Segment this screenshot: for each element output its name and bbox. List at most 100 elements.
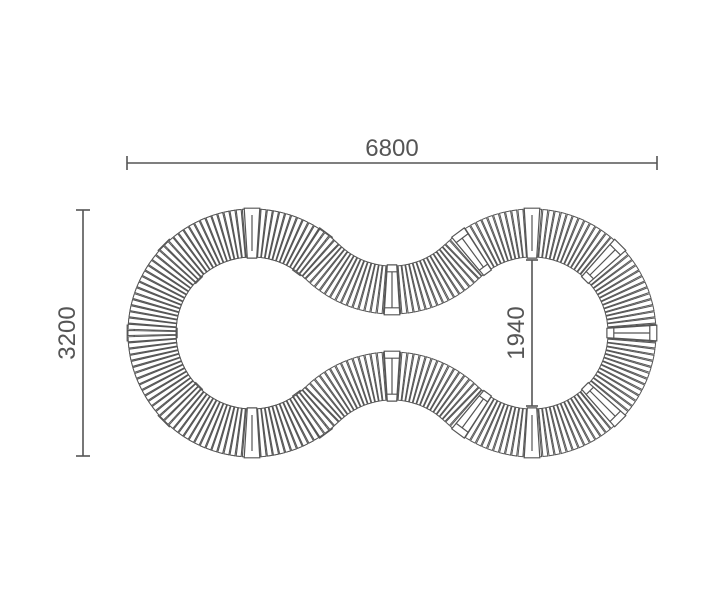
bench-slat: [364, 353, 379, 403]
bench-slat: [545, 406, 561, 456]
bench-slat: [134, 287, 182, 309]
bench-slat: [282, 219, 309, 266]
bench-slat: [183, 395, 214, 440]
bench-support-rail: [461, 237, 484, 268]
bench-slat: [567, 223, 596, 269]
bench-slat: [517, 208, 527, 259]
bench-slat: [159, 383, 199, 421]
bench-slat: [426, 365, 455, 411]
bench-slat: [481, 217, 505, 265]
bench-slat: [492, 213, 512, 262]
bench-slat: [309, 246, 345, 288]
bench-slat: [257, 407, 267, 458]
bench-slat: [605, 346, 655, 361]
bench-slat: [127, 317, 178, 328]
bench-slat: [298, 389, 335, 431]
bench-slat: [279, 401, 303, 449]
bench-slat: [136, 360, 184, 385]
bench-slat: [151, 254, 194, 289]
bench-slat: [553, 213, 573, 262]
bench-slat: [595, 371, 640, 402]
bench-slat: [129, 346, 179, 361]
bench-slat: [177, 393, 211, 437]
bench-slat: [605, 305, 655, 320]
bench-slat: [127, 323, 177, 332]
bench-slat: [590, 254, 633, 289]
bench-slat: [130, 298, 180, 317]
bench-slat: [319, 251, 352, 295]
bench-slat: [223, 210, 239, 260]
bench-slat: [364, 263, 379, 313]
bench-slat: [592, 259, 637, 292]
bench-slat: [138, 275, 186, 302]
bench-slat: [127, 334, 177, 343]
bench-slat: [289, 396, 320, 441]
bench-slat: [556, 215, 579, 264]
bench-slat: [576, 391, 612, 434]
bench-slat: [444, 386, 482, 427]
bench-slat: [168, 236, 205, 278]
bench-slat: [370, 352, 383, 402]
bench-slat: [279, 217, 303, 265]
bench-slat: [199, 401, 224, 449]
bench-slat: [257, 208, 267, 259]
bench-slat: [141, 367, 187, 396]
bench-slat: [604, 349, 654, 368]
bench-slat: [177, 229, 211, 273]
bench-slat: [136, 281, 184, 306]
bench-slat: [211, 404, 231, 453]
bench-slat: [376, 351, 387, 402]
inner-dimension: 1940: [503, 259, 538, 407]
bench-slat: [423, 362, 449, 409]
bench-slat: [319, 371, 352, 415]
width-dimension-label: 6800: [365, 135, 418, 162]
bench-slat: [199, 217, 224, 265]
bench-slat: [376, 264, 387, 315]
bench-slat: [286, 398, 315, 444]
bench-slat: [441, 243, 480, 284]
bench-slat: [597, 367, 643, 396]
bench-slat: [346, 358, 369, 406]
bench-slat: [155, 380, 196, 417]
bench-slat: [217, 211, 235, 261]
bench-slat: [340, 360, 365, 408]
bench-slat: [314, 248, 348, 291]
bench-slat: [426, 255, 455, 301]
bench-slat: [432, 371, 465, 415]
bench-slat: [155, 249, 196, 286]
bench-slat: [560, 401, 585, 449]
bench-slat: [298, 235, 335, 277]
bench-slat: [606, 311, 656, 324]
bench-slat: [229, 209, 243, 259]
bench-slat: [205, 215, 228, 264]
bench-slat: [314, 375, 348, 418]
bench-slat: [335, 257, 361, 304]
bench-slat: [304, 243, 343, 284]
bench-slat: [602, 357, 650, 379]
bench-slat: [481, 401, 505, 449]
bench-slat: [603, 293, 652, 313]
bench-slat: [370, 264, 383, 314]
bench-slat: [163, 240, 202, 280]
bench-slat: [597, 270, 643, 299]
bench-slat: [324, 253, 355, 298]
bench-slat: [595, 264, 640, 295]
bench-slat: [563, 220, 591, 267]
bench-slat: [172, 391, 208, 434]
bench-slat: [163, 386, 202, 426]
bench-slat: [606, 338, 657, 349]
bench-slat: [603, 353, 652, 373]
height-dimension: 3200: [54, 209, 90, 457]
bench-slat: [538, 208, 549, 259]
bench-slat: [423, 257, 449, 304]
bench-slat: [130, 349, 180, 368]
bench-slat: [549, 211, 567, 261]
bench-slat: [600, 360, 648, 385]
bench-slat: [439, 246, 475, 288]
bench-slat: [296, 231, 330, 275]
bench-slat: [275, 214, 298, 263]
bench-slat: [567, 397, 596, 443]
bench-slat: [538, 407, 549, 458]
bench-ring: [126, 207, 658, 459]
bench-slat: [397, 351, 408, 402]
